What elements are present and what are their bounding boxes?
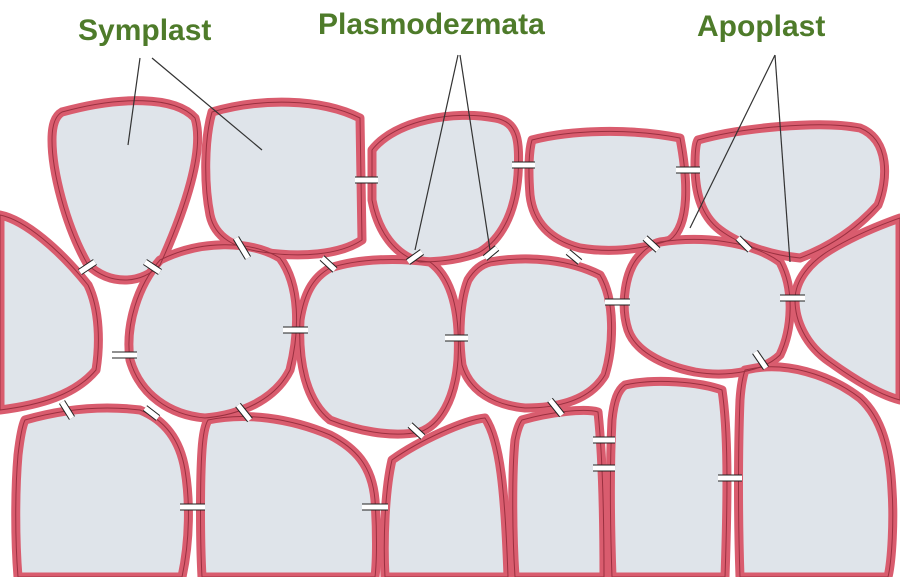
cell <box>300 260 459 435</box>
apoplast-label: Apoplast <box>697 12 825 42</box>
cell <box>611 381 727 577</box>
cell <box>624 239 790 374</box>
cell <box>460 259 612 408</box>
cell <box>372 115 519 262</box>
cell <box>384 418 508 577</box>
cell <box>513 410 604 577</box>
symplast-label: Symplast <box>78 16 211 46</box>
cell <box>201 416 377 577</box>
cell <box>206 102 362 255</box>
cell <box>739 367 893 577</box>
cell <box>16 408 189 577</box>
cell <box>529 131 686 250</box>
plasmodesmata-label: Plasmodezmata <box>318 10 545 40</box>
